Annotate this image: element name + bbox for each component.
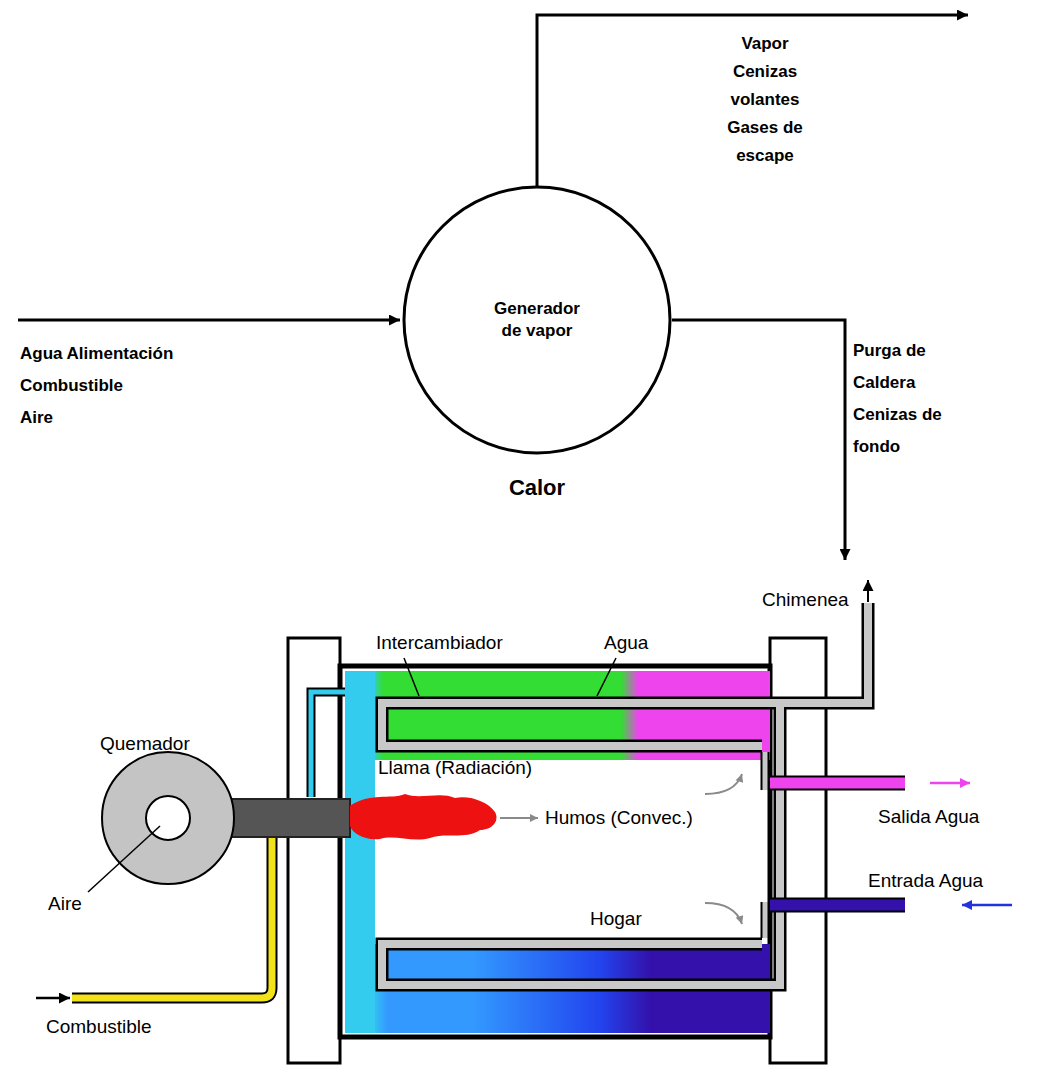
input-stream-label: Aire [20,404,250,432]
input-stream-label: Agua Alimentación [20,340,250,368]
output-stream-label: Vapor [710,30,820,58]
gas-tube-outline [382,603,868,746]
gas-tube [382,703,780,985]
node-outline [402,185,672,455]
inlet-pipe [770,900,905,911]
part-label: Aire [48,893,82,915]
exhaust-arrow [867,580,869,602]
smoke-arrow [500,817,538,819]
part-label: Humos (Convec.) [545,807,693,829]
cooling-pipe [311,692,345,797]
part-label: Combustible [46,1016,152,1038]
smoke-arrow [705,903,742,924]
purge-stream-line [672,320,845,560]
inlet-pipe-outline [770,898,905,913]
gas-tube [382,603,868,746]
part-label: Chimenea [762,589,849,611]
output-stream-label: Gases de escape [710,114,820,170]
cooling-pipe-outline [311,692,345,797]
purge-stream-label: Purga de Caldera [853,335,988,399]
input-stream-label: Combustible [20,372,250,400]
leader-line [88,826,160,892]
smoke-arrow [705,774,742,794]
output-stream-line [537,15,968,188]
flame [350,794,497,840]
node-circle [404,187,670,453]
process-circle: Generador de vapor [402,185,672,455]
part-label: Agua [604,632,648,654]
node-label: Generador de vapor [485,298,590,342]
furnace-wall-outline [761,752,770,938]
purge-stream-label: Cenizas de fondo [853,399,988,463]
burner-fan [102,752,234,884]
input-stream-line [18,319,400,322]
leader-line [404,658,419,696]
water-front [345,671,375,1033]
furnace-wall [763,752,768,938]
part-label: Salida Agua [878,806,979,828]
fuel-arrow [36,997,70,1000]
outlet-pipe [770,778,905,789]
outlet-arrow [930,782,970,785]
outlet-pipe-outline [770,776,905,791]
part-label: Intercambiador [376,632,503,654]
heat-label: Calor [467,474,607,502]
output-stream-label: Cenizas volantes [710,58,820,114]
inlet-arrow [962,904,1012,907]
part-label: Quemador [100,733,190,755]
leader-line [597,658,616,696]
part-label: Llama (Radiación) [378,757,532,779]
node-text-box: Generador de vapor [402,185,672,455]
part-label: Entrada Agua [868,870,983,892]
part-label: Hogar [590,908,642,930]
